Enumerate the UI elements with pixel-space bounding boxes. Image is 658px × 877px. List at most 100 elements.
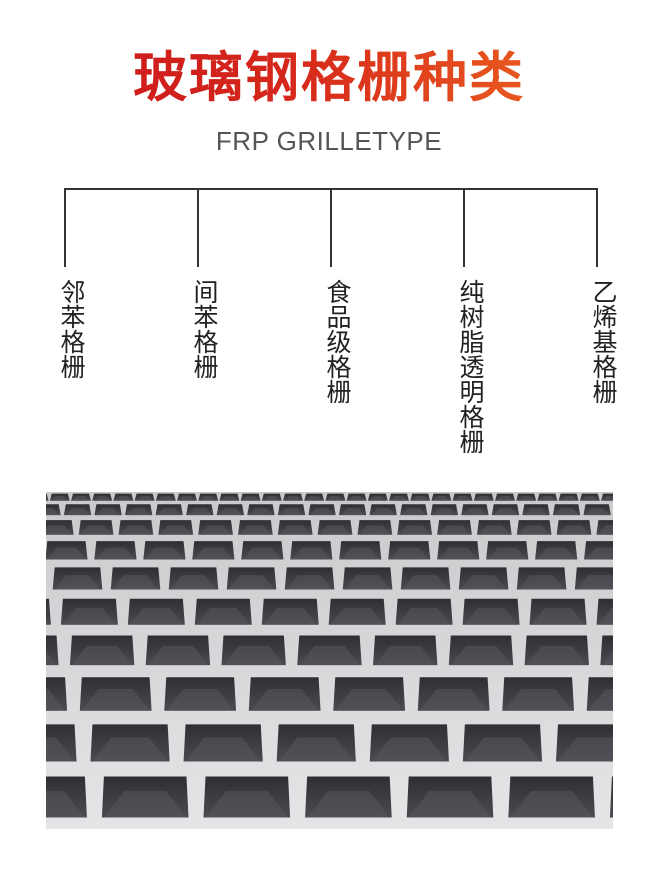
type-label-4: 纯树脂透明格栅 <box>456 279 485 454</box>
grating-cell-depth <box>518 525 550 535</box>
grating-cell-depth <box>371 508 395 516</box>
grating-cell-depth <box>504 688 573 711</box>
grating-cell-depth <box>557 737 613 762</box>
grating-cell-depth <box>200 496 217 501</box>
grating-cell-depth <box>65 508 90 516</box>
grating-cell-depth <box>80 525 112 535</box>
grating-cell-depth <box>390 547 429 560</box>
grating-cell-depth <box>157 496 174 501</box>
grating-cell-depth <box>160 525 192 535</box>
grating-cell-depth <box>46 688 66 711</box>
grating-cell-depth <box>399 525 431 535</box>
type-label-2: 间苯格栅 <box>190 279 219 379</box>
grating-cell-depth <box>558 525 590 535</box>
grating-cell-depth <box>81 688 150 711</box>
grating-cell-depth <box>478 525 510 535</box>
grating-cell-depth <box>47 547 86 560</box>
grating-cell-depth <box>46 790 85 818</box>
grating-cell-depth <box>341 547 380 560</box>
grating-cell-depth <box>319 525 351 535</box>
grating-cell-depth <box>419 688 488 711</box>
grating-cell-depth <box>310 508 334 516</box>
grating-cell-depth <box>526 645 587 666</box>
grating-cell-depth <box>279 508 304 516</box>
grating-cell-depth <box>279 525 311 535</box>
tree-branch-1 <box>64 188 66 267</box>
grating-cell-depth <box>518 496 535 501</box>
grating-cell-depth <box>292 547 331 560</box>
grating-cell <box>46 598 51 625</box>
grating-cell-depth <box>62 607 116 625</box>
grating-cell-depth <box>450 645 512 666</box>
grating-cell-depth <box>239 525 271 535</box>
grating-cell-depth <box>249 508 273 516</box>
grating-cell-depth <box>588 688 613 711</box>
grating-cell-depth <box>432 508 457 516</box>
grating-image <box>46 492 613 829</box>
grating-cell-depth <box>439 525 470 535</box>
grating-cell-depth <box>285 496 301 501</box>
grating-cell-depth <box>185 737 261 762</box>
grating-cell-depth <box>92 737 168 762</box>
grating-cell-depth <box>510 790 593 818</box>
grating-cell-depth <box>560 496 577 501</box>
grating-cell-depth <box>464 607 518 625</box>
grating-cell-depth <box>585 508 609 516</box>
grating-cell-depth <box>497 496 513 501</box>
grating-cell-depth <box>218 508 243 516</box>
grating-cell-depth <box>554 508 579 516</box>
grating-cell-depth <box>464 737 541 762</box>
grating-cell-depth <box>278 737 354 762</box>
grating-cell-depth <box>194 547 233 560</box>
grating-cell-depth <box>46 737 75 762</box>
grating-cell-depth <box>488 547 527 560</box>
tree-branch-2 <box>197 188 199 267</box>
grating-cell-depth <box>136 496 153 501</box>
grating-cell-depth <box>228 575 275 590</box>
type-label-3: 食品级格栅 <box>323 279 352 404</box>
grating-cell-depth <box>46 651 57 666</box>
grating-cell-depth <box>73 496 89 501</box>
grating-cell-depth <box>120 525 152 535</box>
grating-cell-depth <box>286 575 333 590</box>
page-title: 玻璃钢格栅种类 <box>0 46 658 110</box>
grating-cell-depth <box>46 620 49 625</box>
grating-cell-depth <box>439 547 478 560</box>
grating-cell-depth <box>129 607 183 625</box>
grating-cell-depth <box>188 508 212 516</box>
grating-cell-depth <box>524 508 548 516</box>
grating-cell-depth <box>200 525 231 535</box>
grating-cell-depth <box>611 816 613 818</box>
grating-cell-depth <box>463 508 487 516</box>
grating-cell-depth <box>433 496 450 501</box>
grating-cell-depth <box>454 496 471 501</box>
grating-cell-depth <box>263 496 280 501</box>
grating-cell-depth <box>242 496 259 501</box>
grating-cell-depth <box>598 607 613 625</box>
grating-cell-depth <box>402 575 449 590</box>
grating-cell-depth <box>598 525 613 535</box>
grating-cell-depth <box>112 575 159 590</box>
grating-cell-depth <box>359 525 391 535</box>
grating-cell-depth <box>94 496 111 501</box>
grating-cell-depth <box>263 607 317 625</box>
grating-cell-depth <box>196 607 250 625</box>
grating-cell-depth <box>46 525 72 535</box>
grating-cell-depth <box>71 645 133 666</box>
grating-cell-depth <box>157 508 181 516</box>
grating-cell-depth <box>460 575 507 590</box>
grating-cell-depth <box>371 737 447 762</box>
grating-cell-depth <box>307 790 390 818</box>
grating-cell-depth <box>335 688 404 711</box>
grating-cell-depth <box>306 496 323 501</box>
frp-grating-photo <box>46 492 613 829</box>
grating-cell-depth <box>170 575 217 590</box>
grating-cell-depth <box>103 790 187 818</box>
grating-cell-depth <box>54 575 101 590</box>
grating-cell-depth <box>250 688 319 711</box>
grating-cell-depth <box>221 496 238 501</box>
grating-cell-depth <box>408 790 492 818</box>
grating-cell-depth <box>493 508 518 516</box>
grating-cell-depth <box>205 790 289 818</box>
grating-cell-depth <box>243 547 282 560</box>
